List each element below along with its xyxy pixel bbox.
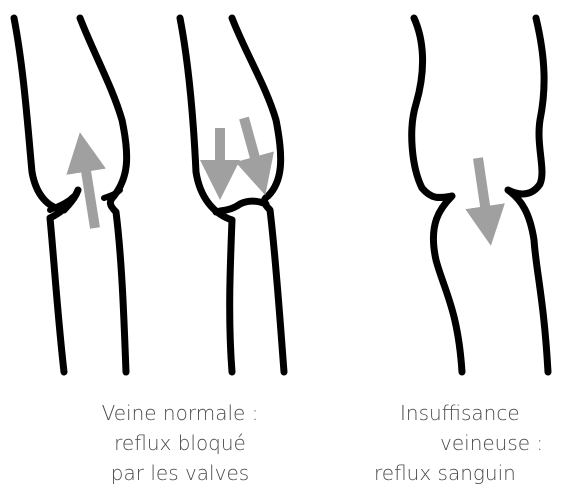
caption-insufficiency-line3: reflux sanguin: [360, 458, 576, 488]
caption-venous-insufficiency: Insuffisance veineuse : reflux sanguin: [360, 398, 576, 488]
vein-wall-right: [508, 18, 548, 372]
valve-junction: [216, 201, 266, 212]
vein-diagram: [0, 0, 576, 390]
normal-vein-blocked-reflux: [180, 18, 284, 372]
arrow-down: [478, 158, 488, 226]
caption-normal-vein: Veine normale : reflux bloqué par les va…: [60, 398, 300, 488]
vein-wall-left: [180, 18, 232, 372]
caption-insufficiency-line2: veineuse :: [360, 428, 576, 458]
vein-wall-right: [232, 18, 284, 372]
caption-normal-line1: Veine normale :: [60, 398, 300, 428]
vein-wall-left: [412, 18, 462, 372]
insufficient-vein-reflux: [412, 18, 548, 372]
arrow-up: [83, 152, 95, 228]
normal-vein-upward-flow: [14, 18, 127, 372]
caption-normal-line3: par les valves: [60, 458, 300, 488]
caption-insufficiency-line1: Insuffisance: [360, 398, 576, 428]
caption-normal-line2: reflux bloqué: [60, 428, 300, 458]
vein-wall-left: [14, 18, 78, 372]
arrow-down-right: [244, 118, 260, 176]
